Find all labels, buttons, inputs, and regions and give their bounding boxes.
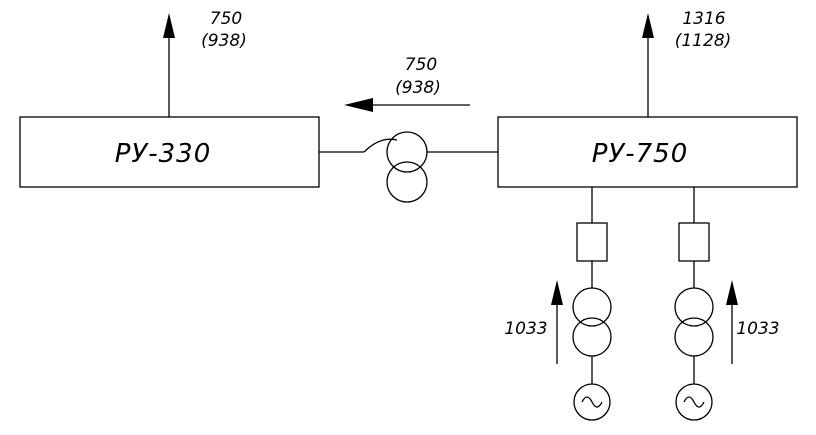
ru330-out-value-alt: (938) — [201, 31, 247, 51]
gen-right-transformer-winding-1 — [674, 287, 714, 327]
ru750-out-value: 1316 — [682, 9, 725, 29]
gen-right-flow-arrow — [726, 280, 738, 305]
gen-right-ac-icon — [683, 396, 705, 408]
gen-left-generator — [573, 383, 611, 421]
gen-left-transformer-winding-1 — [572, 287, 612, 327]
gen-left-breaker — [576, 222, 608, 262]
generator-branch-left — [572, 187, 612, 421]
tie-transformer-winding-1 — [386, 131, 428, 173]
tie-flow-arrow — [344, 98, 373, 112]
gen-right-generator — [675, 383, 713, 421]
gen-left-flow-arrow — [551, 280, 563, 305]
gen-right-flow-value: 1033 — [736, 319, 779, 339]
tie-auto-tap — [363, 138, 398, 153]
ru330-out-value: 750 — [210, 9, 242, 29]
ru750-out-value-alt: (1128) — [675, 31, 732, 51]
gen-right-breaker — [678, 222, 710, 262]
tie-flow-value: 750 — [405, 55, 437, 75]
tie-flow-value-alt: (938) — [395, 78, 441, 98]
tie-transformer-winding-2 — [386, 161, 428, 203]
ru750-out-arrow — [642, 13, 654, 38]
ru750-label: РУ-750 — [592, 139, 689, 169]
ru330-label: РУ-330 — [115, 139, 212, 169]
gen-left-ac-icon — [581, 396, 603, 408]
ru330-out-arrow — [163, 13, 175, 38]
generator-branch-right — [674, 187, 714, 421]
gen-left-transformer-winding-2 — [572, 317, 612, 357]
gen-right-transformer-winding-2 — [674, 317, 714, 357]
gen-left-flow-value: 1033 — [504, 319, 547, 339]
